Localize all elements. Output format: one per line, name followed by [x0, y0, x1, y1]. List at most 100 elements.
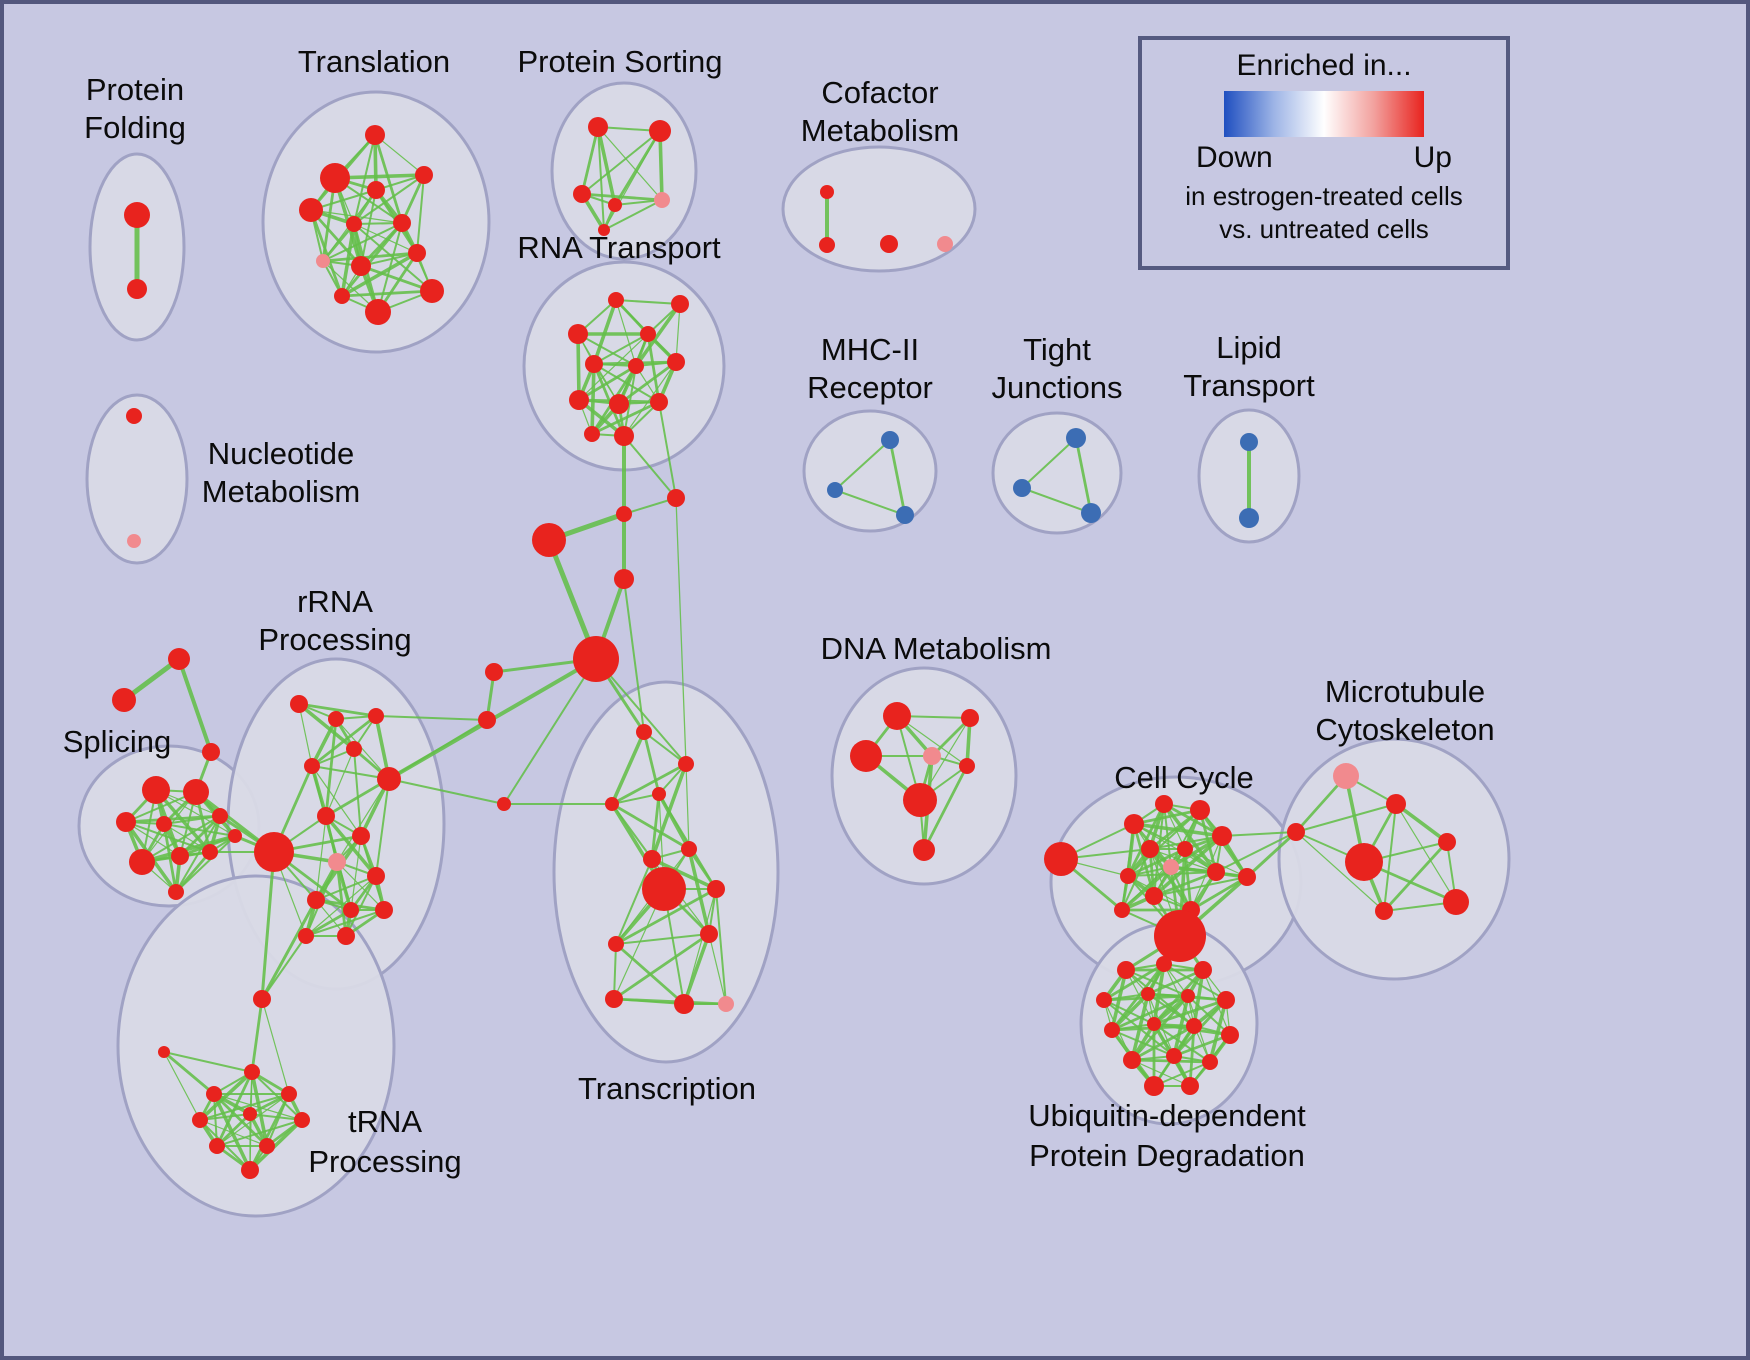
- cluster-label-rt: RNA Transport: [517, 230, 721, 265]
- legend-caption-line1: in estrogen-treated cells: [1185, 181, 1463, 211]
- edge: [615, 299, 637, 367]
- edge: [603, 199, 663, 231]
- edge: [617, 360, 678, 406]
- nodes: [112, 117, 1469, 1179]
- edge: [1152, 998, 1228, 1026]
- node-rt-4: [585, 355, 603, 373]
- edge: [388, 778, 505, 805]
- node-ub-12: [1166, 1048, 1182, 1064]
- edge: [1189, 875, 1249, 912]
- edge: [1153, 1061, 1211, 1087]
- node-rr-13: [375, 901, 393, 919]
- edge: [212, 1092, 269, 1148]
- edge: [896, 715, 968, 767]
- node-trna-10: [241, 1161, 259, 1179]
- edge: [309, 208, 363, 268]
- node-dna-5: [903, 783, 937, 817]
- node-cc-8: [1120, 868, 1136, 884]
- node-rt-0: [568, 324, 588, 344]
- node-trna-2: [244, 1064, 260, 1080]
- legend: Enriched in... Down Up in estrogen-treat…: [1138, 36, 1510, 270]
- edge: [612, 932, 711, 1001]
- cluster-label-dna: DNA Metabolism: [821, 631, 1052, 666]
- node-rr-9: [328, 853, 346, 871]
- edge: [251, 1071, 303, 1121]
- edge: [610, 802, 691, 851]
- edge: [1121, 848, 1151, 911]
- edge: [315, 875, 377, 901]
- edge: [613, 943, 617, 1000]
- node-rt-7: [569, 390, 589, 410]
- node-ub-13: [1202, 1054, 1218, 1070]
- edge: [682, 932, 711, 1006]
- edge: [124, 814, 222, 824]
- edge: [305, 909, 385, 937]
- node-nm-1: [127, 534, 141, 548]
- edge: [125, 821, 181, 857]
- node-rr-14: [298, 928, 314, 944]
- node-tr-3: [367, 181, 385, 199]
- edge: [360, 189, 377, 267]
- node-tc-1: [678, 756, 694, 772]
- node-x-8: [168, 648, 190, 670]
- edge: [335, 718, 390, 780]
- node-mt-4: [1438, 833, 1456, 851]
- edge: [580, 192, 664, 202]
- edge: [353, 134, 376, 225]
- edge: [1021, 437, 1077, 489]
- node-dna-4: [959, 758, 975, 774]
- node-ps-1: [649, 120, 671, 142]
- node-x-3: [614, 569, 634, 589]
- node-rr-5: [377, 767, 401, 791]
- edge: [596, 125, 617, 207]
- node-rr-4: [304, 758, 320, 774]
- node-cc-6: [1177, 841, 1193, 857]
- edge: [1127, 809, 1201, 877]
- edge: [248, 1092, 291, 1172]
- edge: [615, 299, 681, 305]
- edge: [1146, 968, 1205, 996]
- node-tc-6: [642, 867, 686, 911]
- node-mt-0: [1333, 763, 1359, 789]
- node-ub-15: [1181, 1077, 1199, 1095]
- node-rt-5: [628, 358, 644, 374]
- edge: [322, 222, 403, 262]
- node-cc-1: [1124, 814, 1144, 834]
- node-pf-0: [124, 202, 150, 228]
- edge: [577, 333, 637, 367]
- node-tj-1: [1013, 479, 1031, 497]
- edge: [315, 815, 327, 901]
- node-tc-4: [643, 850, 661, 868]
- node-rr-1: [328, 711, 344, 727]
- edge: [250, 997, 264, 1074]
- edge: [623, 578, 645, 733]
- edge: [611, 793, 660, 805]
- edge: [1295, 803, 1397, 833]
- edge: [1382, 840, 1449, 913]
- edge: [163, 823, 236, 837]
- edge: [309, 208, 344, 298]
- edge: [388, 719, 488, 780]
- node-cc-10: [1238, 868, 1256, 886]
- edge: [311, 765, 390, 780]
- node-rr-11: [307, 891, 325, 909]
- node-tr-9: [408, 244, 426, 262]
- edge: [623, 435, 677, 499]
- edge: [216, 1119, 303, 1147]
- edge: [708, 933, 727, 1005]
- node-tc-7: [707, 880, 725, 898]
- node-ub-2: [1194, 961, 1212, 979]
- node-cc-11: [1145, 887, 1163, 905]
- edge: [359, 264, 434, 293]
- edge: [643, 731, 687, 765]
- edge: [687, 847, 711, 936]
- node-rr-6: [254, 832, 294, 872]
- node-sp-5: [129, 849, 155, 875]
- edge: [1126, 847, 1187, 878]
- node-tc-12: [718, 996, 734, 1012]
- node-ps-0: [588, 117, 608, 137]
